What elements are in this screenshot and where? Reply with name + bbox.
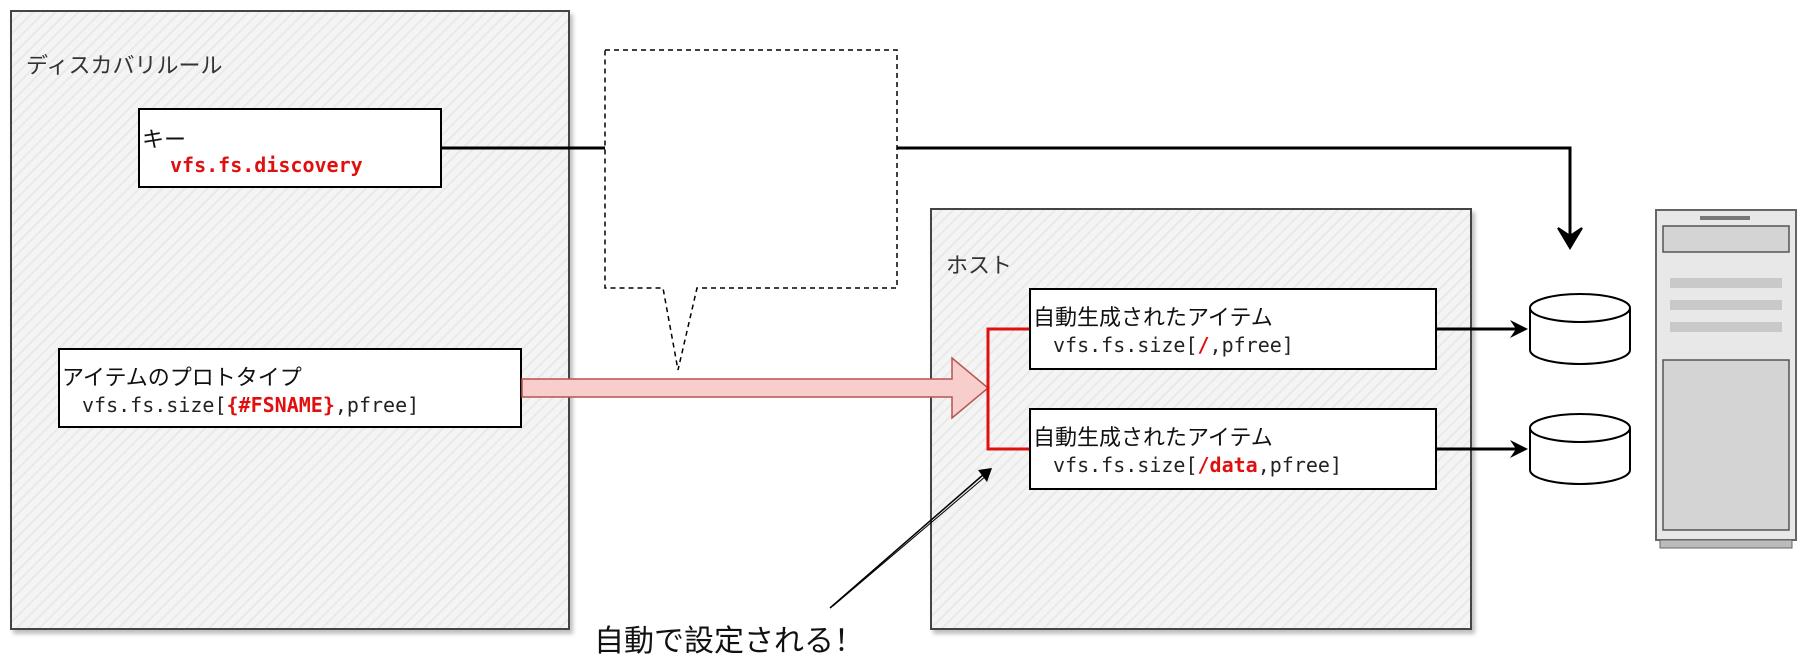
json-line: }, [611, 146, 634, 162]
key-box [138, 108, 442, 188]
filesystem-label-data: /data [1551, 446, 1609, 468]
fsname-value-1: / [1197, 333, 1210, 357]
item1-to-root-arrowhead [1510, 320, 1528, 338]
generated-item-label-1: 自動生成されたアイテム [1033, 306, 1273, 331]
prototype-flow-arrow [521, 356, 990, 420]
discovery-json-popup: [ { "{#FSNAME}": "/", "{#FSTYPE}": "xfs"… [603, 48, 897, 288]
item-prototype-box [58, 348, 522, 428]
item-prototype-label: アイテムのプロトタイプ [62, 366, 302, 391]
json-line: ] [611, 253, 617, 270]
server-icon [1655, 209, 1797, 549]
json-line: { [611, 167, 629, 184]
key-value: vfs.fs.discovery [170, 153, 363, 177]
host-title: ホスト [946, 254, 1013, 279]
generated-item-label-2: 自動生成されたアイテム [1033, 426, 1273, 451]
json-line: [ [611, 60, 617, 76]
key-connector-arrowhead [1557, 227, 1583, 250]
discovery-rule-panel [10, 10, 570, 630]
generated-item-key-2: vfs.fs.size[/data,pfree] [1053, 453, 1343, 477]
filesystem-label-root: / [1574, 326, 1586, 348]
json-line: { [611, 81, 629, 98]
item2-to-data-arrowhead [1510, 440, 1528, 458]
json-line: } [611, 232, 629, 248]
generated-item-box-2 [1029, 408, 1437, 490]
fsname-value-2: /data [1197, 453, 1258, 477]
json-line: "{#FSTYPE}": "xfs" [611, 124, 772, 141]
item-prototype-key: vfs.fs.size[{#FSNAME},pfree] [82, 393, 420, 417]
json-line: "{#FSTYPE}": "xfs" [611, 210, 772, 227]
key-label: キー [142, 128, 187, 153]
json-line: "{#FSNAME}": "/", [628, 103, 778, 119]
auto-configured-callout: 自動で設定される！ [594, 624, 864, 659]
generated-item-key-1: vfs.fs.size[/,pfree] [1053, 333, 1294, 357]
discovery-rule-title: ディスカバリルール [26, 54, 223, 79]
json-line: "{#FSNAME}": "/data", [628, 189, 812, 205]
fsname-macro: {#FSNAME} [226, 393, 335, 417]
generated-item-box-1 [1029, 288, 1437, 370]
